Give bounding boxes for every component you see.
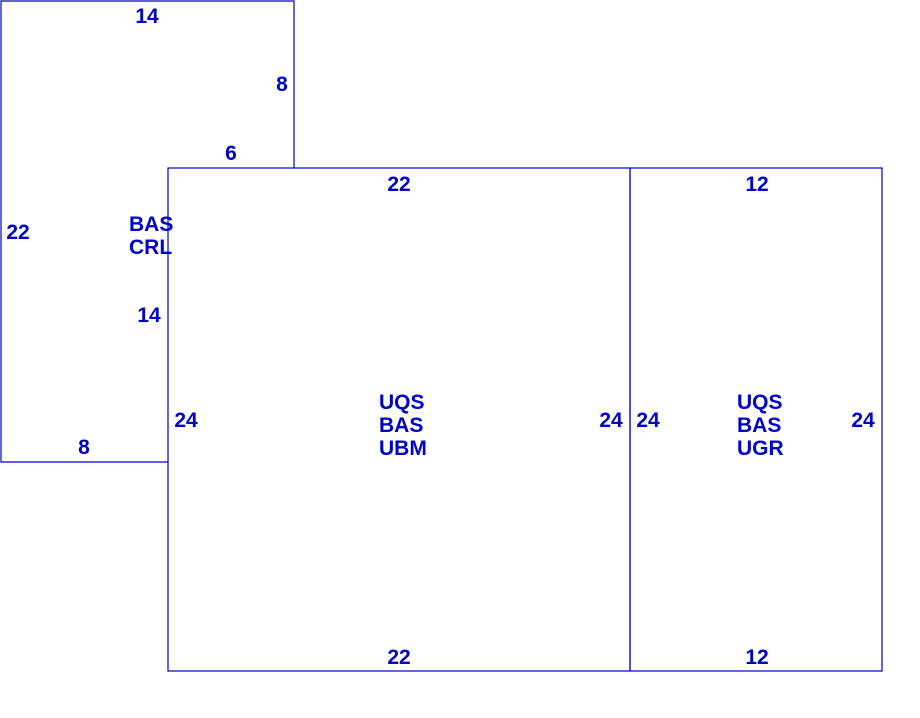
- upper-left-right-dimension: 8: [276, 73, 288, 96]
- main-right-dimension: 24: [599, 409, 623, 432]
- right-right-dimension: 24: [851, 409, 875, 432]
- right-code: BAS: [737, 414, 781, 437]
- right-code: UGR: [737, 437, 784, 460]
- main-bottom-dimension: 22: [387, 646, 410, 669]
- right-section-outline: [629, 167, 883, 672]
- main-code: BAS: [379, 414, 423, 437]
- upper-left-step-top-dimension: 6: [225, 142, 237, 165]
- upper-left-left-dimension: 22: [6, 221, 29, 244]
- upper-left-code: CRL: [129, 236, 172, 259]
- upper-left-bottom-dimension: 8: [78, 436, 90, 459]
- right-top-dimension: 12: [745, 173, 768, 196]
- right-bottom-dimension: 12: [745, 646, 768, 669]
- right-left-dimension: 24: [636, 409, 660, 432]
- main-left-dimension: 24: [174, 409, 198, 432]
- main-code: UQS: [379, 391, 425, 414]
- upper-left-code: BAS: [129, 213, 173, 236]
- upper-left-section-outline: [0, 0, 295, 463]
- upper-left-top-dimension: 14: [135, 5, 159, 28]
- upper-left-step-right-dimension: 14: [137, 304, 161, 327]
- main-top-dimension: 22: [387, 173, 410, 196]
- right-code: UQS: [737, 391, 783, 414]
- main-code: UBM: [379, 437, 427, 460]
